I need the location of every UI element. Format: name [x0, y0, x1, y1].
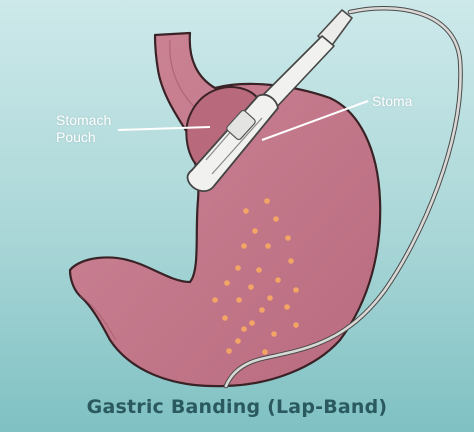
tissue-dot: [264, 198, 270, 204]
tissue-dot: [241, 326, 247, 332]
tissue-dot: [212, 297, 218, 303]
tissue-dot: [271, 331, 277, 337]
antrum-shadow: [79, 295, 117, 341]
band-tube-inner: [224, 6, 462, 388]
tissue-dot: [235, 265, 241, 271]
stomach-pouch-label-line2: Pouch: [56, 129, 96, 145]
tissue-dot: [222, 315, 228, 321]
stomach-pouch-label: Stomach Pouch: [56, 112, 111, 146]
gastric-band-device: [186, 35, 335, 192]
tissue-dot: [285, 235, 291, 241]
stoma-callout-line: [261, 100, 369, 141]
tissue-dot: [243, 208, 249, 214]
tissue-dot: [236, 297, 242, 303]
tissue-dot: [273, 216, 279, 222]
dotted-tissue-pattern: [212, 198, 299, 355]
tissue-dot: [248, 284, 254, 290]
tissue-dot: [267, 295, 273, 301]
tissue-dot: [293, 287, 299, 293]
tissue-dot: [259, 307, 265, 313]
tissue-dot: [265, 243, 271, 249]
pouch-callout-line: [117, 126, 211, 131]
tissue-dot: [252, 228, 258, 234]
tissue-dot: [256, 267, 262, 273]
tissue-dot: [249, 320, 255, 326]
tissue-dot: [293, 322, 299, 328]
tissue-dot: [262, 349, 268, 355]
tissue-dot: [226, 348, 232, 354]
tissue-dot: [241, 243, 247, 249]
tissue-dot: [284, 304, 290, 310]
tissue-dot: [235, 338, 241, 344]
page-title: Gastric Banding (Lap-Band): [86, 396, 388, 418]
tissue-dot: [288, 258, 294, 264]
stomach-pouch-label-line1: Stomach: [56, 112, 112, 128]
tissue-dot: [275, 277, 281, 283]
tissue-dot: [224, 280, 230, 286]
stoma-label: Stoma: [372, 93, 413, 109]
